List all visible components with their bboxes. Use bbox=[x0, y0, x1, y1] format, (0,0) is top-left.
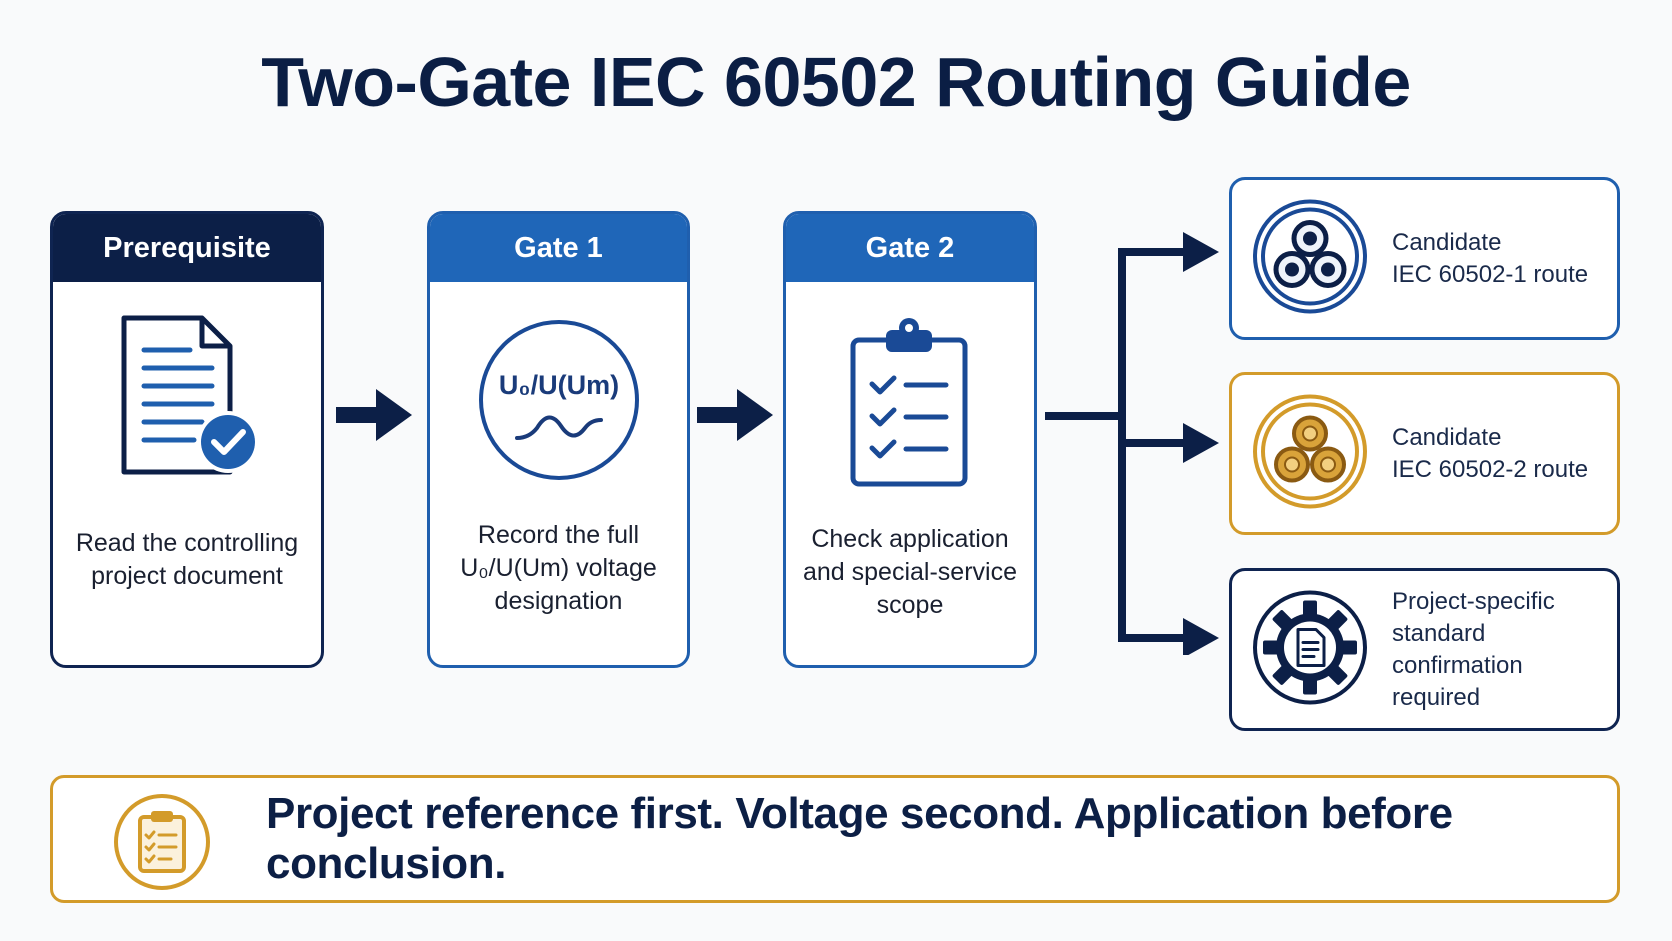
cable-core-icon bbox=[1252, 198, 1368, 319]
gate-2-text-line: Check application bbox=[811, 525, 1009, 553]
page-title: Two-Gate IEC 60502 Routing Guide bbox=[261, 43, 1411, 121]
gate-2-header: Gate 2 bbox=[786, 214, 1034, 282]
gate-1-header: Gate 1 bbox=[430, 214, 687, 282]
gear-document-icon bbox=[1252, 589, 1368, 710]
gate-1-text-line: U₀/U(Um) voltage bbox=[460, 554, 657, 582]
prerequisite-header: Prerequisite bbox=[53, 214, 321, 282]
summary-banner: Project reference first. Voltage second.… bbox=[50, 775, 1620, 903]
arrow-right-icon bbox=[336, 389, 412, 441]
voltage-icon-label: U₀/U(Um) bbox=[498, 370, 618, 400]
route-project-specific: Project-specific standard confirmation r… bbox=[1229, 568, 1620, 731]
summary-text: Project reference first. Voltage second.… bbox=[266, 789, 1453, 888]
clipboard-checklist-icon bbox=[113, 793, 211, 896]
route-3-text-line: standard confirmation bbox=[1392, 619, 1523, 679]
voltage-icon: U₀/U(Um) bbox=[430, 318, 687, 482]
gate-2-text-line: scope bbox=[876, 591, 944, 619]
gate-1-text-line: designation bbox=[494, 587, 623, 615]
route-iec-60502-1: Candidate IEC 60502-1 route bbox=[1229, 177, 1620, 340]
route-1-text-line: IEC 60502-1 route bbox=[1392, 260, 1589, 288]
route-2-text-line: IEC 60502-2 route bbox=[1392, 455, 1589, 483]
route-2-text-line: Candidate bbox=[1392, 423, 1502, 451]
route-3-text-line: required bbox=[1392, 683, 1481, 711]
gate-1-card: Gate 1 U₀/U(Um) Record the full U₀/U(Um)… bbox=[427, 211, 690, 668]
gate-1-text-line: Record the full bbox=[477, 521, 640, 549]
branch-connector bbox=[1045, 232, 1219, 655]
route-iec-60502-2: Candidate IEC 60502-2 route bbox=[1229, 372, 1620, 535]
checklist-clipboard-icon bbox=[786, 314, 1034, 494]
prerequisite-text-line: project document bbox=[91, 562, 283, 590]
prerequisite-card: Prerequisite Read the controlling projec… bbox=[50, 211, 324, 668]
document-check-icon bbox=[53, 314, 321, 484]
cable-core-icon bbox=[1252, 393, 1368, 514]
gate-2-text-line: and special-service bbox=[803, 558, 1017, 586]
prerequisite-text-line: Read the controlling bbox=[75, 529, 299, 557]
route-1-text-line: Candidate bbox=[1392, 228, 1502, 256]
gate-2-card: Gate 2 Check application and special-ser… bbox=[783, 211, 1037, 668]
arrow-right-icon bbox=[697, 389, 773, 441]
route-3-text-line: Project-specific bbox=[1392, 587, 1555, 615]
